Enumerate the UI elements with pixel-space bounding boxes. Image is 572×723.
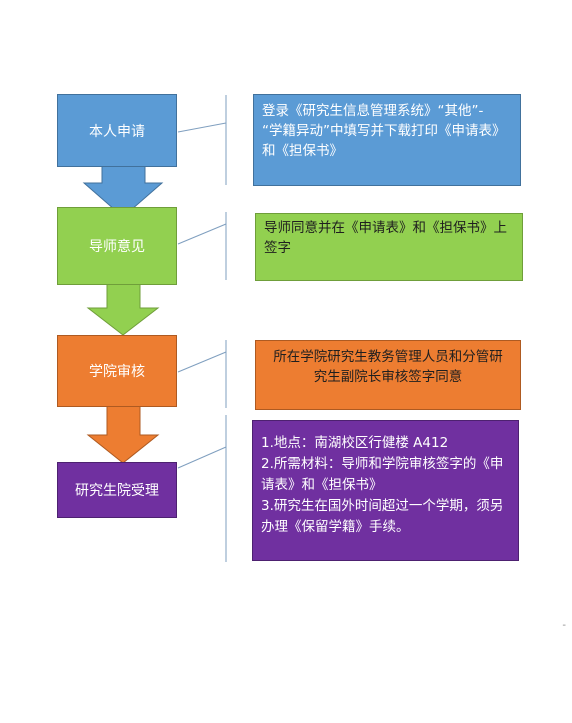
note-line: 3.研究生在国外时间超过一个学期，须另 bbox=[261, 498, 504, 514]
note-line: 和《担保书》 bbox=[262, 143, 343, 159]
note-box-apply: 登录《研究生信息管理系统》“其他”- “学籍异动”中填写并下载打印《申请表》 和… bbox=[253, 94, 521, 186]
note-line: 所在学院研究生教务管理人员和分管研 bbox=[273, 349, 503, 365]
note-line: 办理《保留学籍》手续。 bbox=[261, 519, 410, 535]
step-label-graduate-school: 研究生院受理 bbox=[75, 483, 159, 499]
step-box-apply: 本人申请 bbox=[57, 94, 177, 167]
callout-line-4 bbox=[177, 446, 227, 469]
step-label-apply: 本人申请 bbox=[89, 123, 145, 140]
note-line: 导师同意并在《申请表》和《担保书》上 bbox=[264, 220, 507, 236]
note-line: 请表》和《担保书》 bbox=[261, 477, 383, 493]
callout-line-1 bbox=[177, 122, 227, 133]
note-box-graduate-school: 1.地点：南湖校区行健楼 A412 2.所需材料：导师和学院审核签字的《申 请表… bbox=[252, 420, 519, 561]
note-line: 2.所需材料：导师和学院审核签字的《申 bbox=[261, 456, 504, 472]
note-line: 究生副院长审核签字同意 bbox=[313, 369, 463, 385]
step-box-advisor: 导师意见 bbox=[57, 207, 177, 285]
note-line: 登录《研究生信息管理系统》“其他”- bbox=[262, 103, 484, 119]
arrow-down-2 bbox=[86, 283, 160, 336]
step-box-graduate-school: 研究生院受理 bbox=[57, 462, 177, 518]
arrow-down-3 bbox=[86, 404, 160, 464]
step-label-advisor: 导师意见 bbox=[89, 239, 145, 255]
note-line: 1.地点：南湖校区行健楼 A412 bbox=[261, 435, 449, 451]
step-box-college-review: 学院审核 bbox=[57, 335, 177, 407]
note-line: 签字 bbox=[264, 240, 291, 256]
note-box-college-review: 所在学院研究生教务管理人员和分管研 究生副院长审核签字同意 bbox=[255, 340, 521, 410]
callout-line-2 bbox=[177, 223, 227, 245]
note-box-advisor: 导师同意并在《申请表》和《担保书》上 签字 bbox=[255, 213, 523, 281]
note-line: “学籍异动”中填写并下载打印《申请表》 bbox=[262, 123, 506, 139]
arrow-down-1 bbox=[82, 165, 164, 218]
step-label-college-review: 学院审核 bbox=[89, 364, 145, 380]
corner-mark: - bbox=[562, 620, 566, 631]
callout-line-3 bbox=[177, 351, 227, 373]
